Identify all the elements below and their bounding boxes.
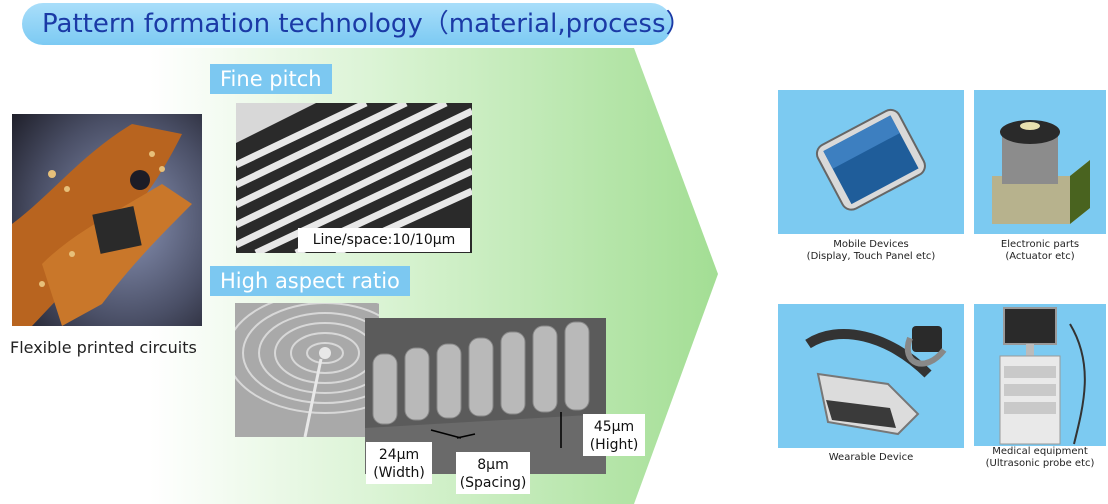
line-space-spec: Line/space:10/10μm xyxy=(298,228,470,252)
medical-equipment-caption: Medical equipment (Ultrasonic probe etc) xyxy=(974,446,1106,470)
width-label: (Width) xyxy=(373,465,425,481)
high-aspect-sem-image xyxy=(365,318,606,474)
wearable-device-caption: Wearable Device xyxy=(778,452,964,464)
mobile-device-caption: Mobile Devices (Display, Touch Panel etc… xyxy=(778,239,964,263)
electronic-parts-image xyxy=(974,90,1106,234)
width-value: 24μm xyxy=(378,447,420,463)
electronic-parts-title: Electronic parts xyxy=(1000,239,1080,250)
flexible-circuit-caption: Flexible printed circuits xyxy=(10,338,197,357)
mobile-device-detail: (Display, Touch Panel etc) xyxy=(806,251,936,262)
flexible-circuit-photo xyxy=(12,114,202,326)
medical-equipment-image xyxy=(974,304,1106,448)
height-label: (Hight) xyxy=(589,437,639,453)
electronic-parts-caption: Electronic parts (Actuator etc) xyxy=(974,239,1106,263)
spacing-label: (Spacing) xyxy=(459,475,527,491)
spacing-value: 8μm xyxy=(477,457,509,473)
page-title: Pattern formation technology（material,pr… xyxy=(22,3,692,45)
spacing-annotation: 8μm (Spacing) xyxy=(456,452,530,494)
medical-equipment-detail: (Ultrasonic probe etc) xyxy=(985,458,1095,469)
fine-pitch-label: Fine pitch xyxy=(210,64,332,94)
width-annotation: 24μm (Width) xyxy=(366,442,432,484)
high-aspect-ratio-label: High aspect ratio xyxy=(210,266,410,296)
mobile-device-image xyxy=(778,90,964,234)
height-annotation: 45μm (Hight) xyxy=(583,414,645,456)
wearable-device-image xyxy=(778,304,964,448)
fine-pitch-sem-image xyxy=(236,103,472,253)
mobile-device-title: Mobile Devices xyxy=(833,239,909,250)
height-value: 45μm xyxy=(593,419,635,435)
spiral-sem-image xyxy=(235,303,379,437)
electronic-parts-detail: (Actuator etc) xyxy=(1005,251,1075,262)
medical-equipment-title: Medical equipment xyxy=(992,446,1088,457)
wearable-device-title: Wearable Device xyxy=(828,452,914,463)
